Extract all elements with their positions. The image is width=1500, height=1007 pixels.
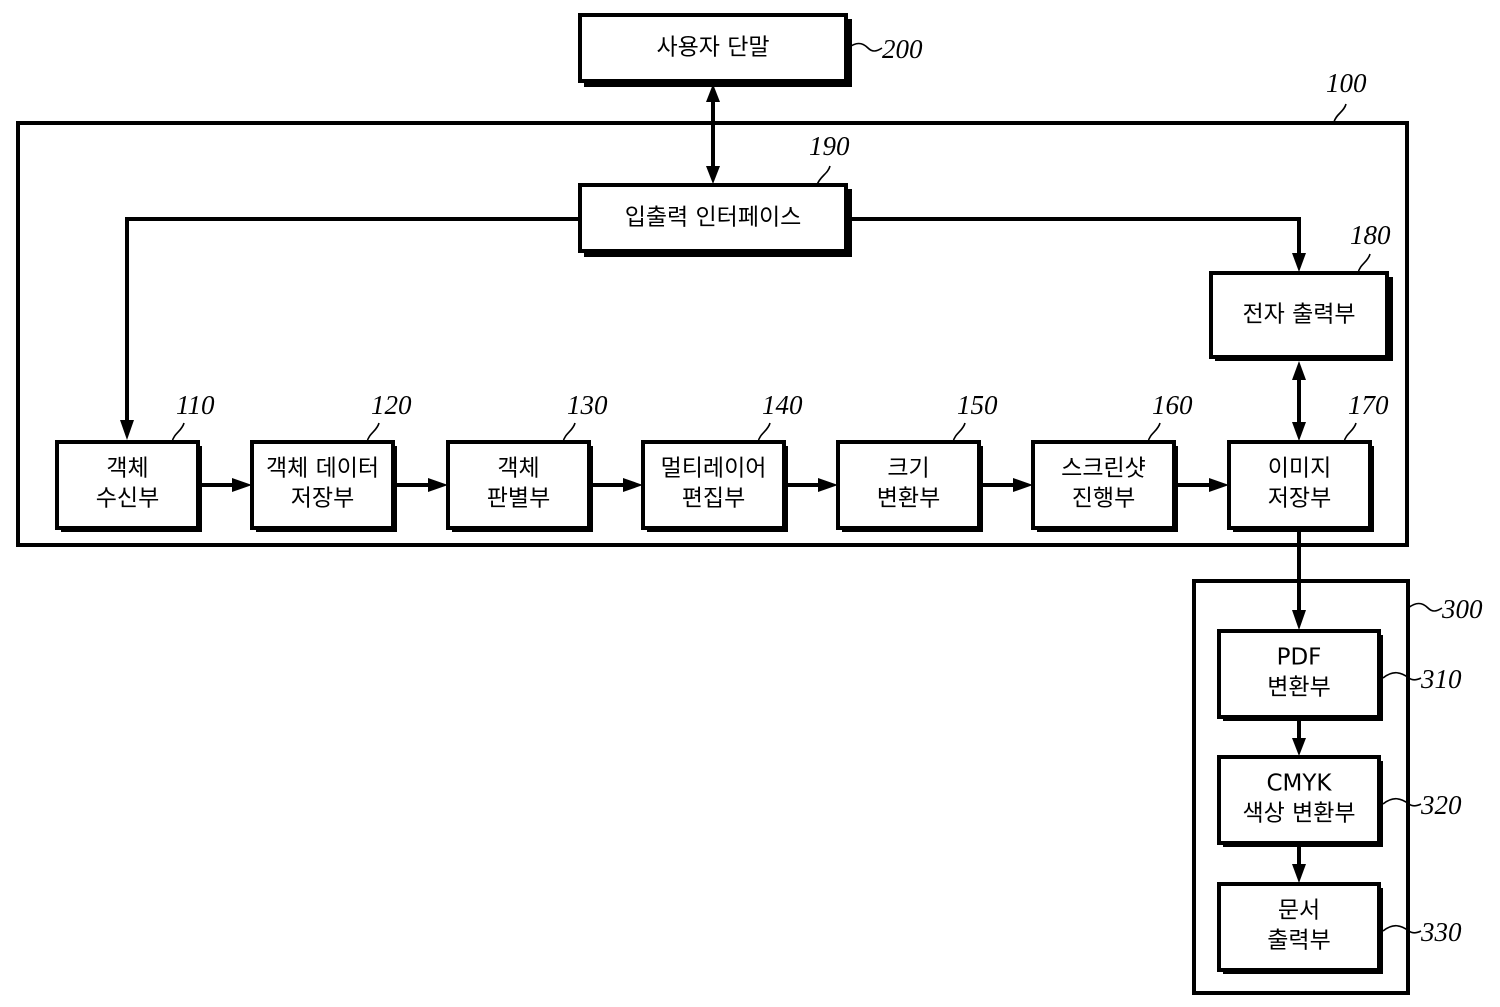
- leader-330: [1382, 924, 1422, 934]
- document-output-label-line: 출력부: [1267, 928, 1330, 954]
- connector-190-180: [846, 217, 1301, 255]
- arrowhead-up-180: [1292, 361, 1306, 380]
- ref-140: 140: [762, 390, 803, 420]
- connectors: [120, 84, 1306, 883]
- object-receiver-label-line: 객체: [106, 456, 148, 482]
- size-converter-label-line: 변환부: [877, 486, 940, 512]
- leader-300: [1407, 602, 1443, 612]
- electronic-output-block: 전자 출력부: [1209, 271, 1393, 361]
- ref-200: 200: [882, 34, 923, 64]
- arrowhead-120: [232, 478, 252, 492]
- object-discriminator-label-line: 객체: [497, 456, 539, 482]
- ref-150: 150: [957, 390, 998, 420]
- object-discriminator-label-line: 판별부: [487, 486, 550, 512]
- screenshot-processor-label-line: 진행부: [1072, 486, 1135, 512]
- electronic-output-label: 전자 출력부: [1242, 302, 1355, 328]
- arrowhead-down-190: [706, 166, 720, 184]
- pdf-converter-label-line: 변환부: [1267, 675, 1330, 701]
- leader-200: [847, 42, 883, 52]
- ref-120: 120: [371, 390, 412, 420]
- ref-330: 330: [1420, 917, 1462, 947]
- pdf-converter-label-line: PDF: [1277, 645, 1322, 671]
- ref-170: 170: [1348, 390, 1389, 420]
- arrowhead-140: [623, 478, 643, 492]
- ref-100: 100: [1326, 68, 1367, 98]
- io-interface-block: 입출력 인터페이스: [578, 183, 852, 257]
- ref-labels: 200 100 190 180 300: [809, 34, 1483, 624]
- ref-310: 310: [1420, 664, 1462, 694]
- arrowhead-160: [1013, 478, 1033, 492]
- leader-170: [1343, 422, 1357, 443]
- io-interface-label: 입출력 인터페이스: [625, 205, 802, 231]
- leader-180: [1357, 253, 1371, 274]
- arrowhead-170: [1209, 478, 1229, 492]
- leader-320: [1382, 797, 1422, 807]
- ref-130: 130: [567, 390, 608, 420]
- arrowhead-down-170: [1292, 422, 1306, 441]
- arrowhead-320: [1292, 738, 1306, 756]
- leader-130: [562, 422, 576, 443]
- object-receiver-label-line: 수신부: [96, 486, 159, 512]
- ref-160: 160: [1152, 390, 1193, 420]
- size-converter-label-line: 크기: [887, 456, 929, 482]
- arrowhead-up-200: [706, 84, 720, 102]
- multilayer-editor-label-line: 편집부: [682, 486, 745, 512]
- cmyk-converter-label-line: CMYK: [1266, 771, 1332, 797]
- leader-120: [366, 422, 380, 443]
- arrowhead-330: [1292, 864, 1306, 883]
- multilayer-editor-label-line: 멀티레이어: [661, 456, 767, 482]
- leader-100: [1333, 103, 1347, 123]
- screenshot-processor-label-line: 스크린샷: [1061, 456, 1146, 482]
- ref-110: 110: [176, 390, 215, 420]
- image-storage-label-line: 저장부: [1268, 486, 1331, 512]
- arrowhead-310: [1292, 610, 1306, 630]
- leader-150: [952, 422, 966, 443]
- leader-310: [1382, 671, 1422, 681]
- cmyk-converter-label-line: 색상 변환부: [1242, 801, 1355, 827]
- arrowhead-130: [428, 478, 448, 492]
- pdf-converter-block: PDF 변환부 310: [1217, 629, 1462, 721]
- cmyk-converter-block: CMYK 색상 변환부 320: [1217, 755, 1462, 847]
- user-terminal-block: 사용자 단말: [578, 13, 852, 87]
- leader-140: [757, 422, 771, 443]
- object-data-storage-label-line: 저장부: [291, 486, 354, 512]
- arrowhead-180: [1292, 253, 1306, 272]
- image-storage-label-line: 이미지: [1268, 456, 1331, 482]
- document-output-label-line: 문서: [1278, 898, 1320, 924]
- leader-160: [1147, 422, 1161, 443]
- ref-320: 320: [1420, 790, 1462, 820]
- leader-190: [816, 165, 831, 186]
- user-terminal-label: 사용자 단말: [656, 35, 769, 61]
- leader-110: [171, 422, 185, 443]
- ref-190: 190: [809, 131, 850, 161]
- arrowhead-110: [120, 420, 134, 440]
- ref-180: 180: [1350, 220, 1391, 250]
- ref-300: 300: [1441, 594, 1483, 624]
- arrowhead-150: [818, 478, 838, 492]
- connector-190-110: [125, 217, 580, 422]
- object-data-storage-label-line: 객체 데이터: [266, 456, 379, 482]
